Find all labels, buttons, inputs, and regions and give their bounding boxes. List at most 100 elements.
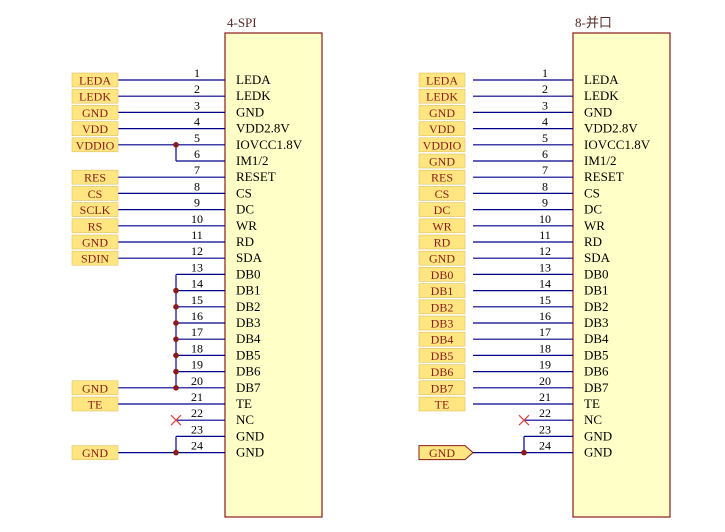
right-net-label-box	[418, 331, 466, 347]
left-pin-name: DB5	[236, 347, 261, 362]
right-pin-number: 17	[539, 325, 551, 339]
right-pin-name: LEDA	[584, 72, 619, 87]
right-chip-body	[572, 32, 671, 518]
left-pin-name: WR	[236, 218, 257, 233]
left-junction-dot	[173, 142, 179, 148]
left-junction-dot	[173, 336, 179, 343]
left-net-label-box	[71, 445, 119, 460]
right-net-label: DB1	[431, 284, 454, 298]
right-net-label: GND	[429, 106, 455, 120]
right-pin-number: 21	[539, 390, 551, 404]
left-net-label-box	[71, 380, 119, 396]
left-net-label-box	[71, 396, 119, 412]
right-net-label: WR	[432, 219, 451, 233]
right-net-label-box	[418, 202, 466, 217]
right-pin-name: GND	[584, 104, 612, 119]
left-pin-number: 11	[191, 228, 203, 242]
left-pin-number: 19	[191, 358, 203, 372]
left-net-label-box	[71, 169, 119, 185]
right-pin-name: IM1/2	[584, 153, 617, 168]
right-pin-number: 16	[539, 309, 551, 323]
left-pin-number: 21	[191, 390, 203, 404]
right-net-label-box	[418, 72, 466, 88]
right-pin-name: DC	[584, 202, 602, 217]
right-pin-name: DB3	[584, 315, 609, 330]
left-pin-name: DB2	[236, 299, 261, 314]
left-pin-number: 14	[191, 277, 203, 291]
right-pin-number: 8	[542, 179, 548, 193]
left-net-label: GND	[82, 446, 108, 460]
left-title: 4-SPI	[227, 15, 257, 30]
left-net-label-box	[71, 218, 119, 234]
right-pin-name: CS	[584, 185, 600, 200]
right-pin-name: DB5	[584, 347, 609, 362]
right-net-label-box	[418, 121, 466, 136]
right-pin-name: RESET	[584, 169, 624, 184]
right-net-label: DB3	[431, 317, 454, 331]
left-pin-name: GND	[236, 428, 264, 443]
right-net-label: GND	[429, 446, 455, 460]
left-net-label: TE	[88, 398, 103, 412]
right-pin-name: GND	[584, 445, 612, 460]
left-pin-number: 12	[191, 244, 203, 258]
left-net-label-box	[71, 121, 119, 136]
left-pin-number: 6	[194, 147, 200, 161]
right-pin-number: 11	[539, 228, 551, 242]
left-pin-number: 23	[191, 422, 203, 436]
left-pin-name: CS	[236, 185, 252, 200]
left-pin-number: 9	[194, 196, 200, 210]
right-pin-name: NC	[584, 412, 602, 427]
left-pin-name: DB0	[236, 266, 261, 281]
right-pin-number: 24	[539, 439, 551, 453]
left-net-label: LEDA	[79, 74, 111, 88]
left-net-label-box	[71, 105, 119, 120]
left-pin-number: 7	[194, 163, 200, 177]
left-net-label: GND	[82, 381, 108, 395]
left-pin-number: 18	[191, 341, 203, 355]
right-pin-number: 9	[542, 196, 548, 210]
left-pin-name: DB4	[236, 331, 261, 346]
left-net-label-box	[71, 250, 119, 266]
left-pin-number: 17	[191, 325, 203, 339]
right-pin-number: 7	[542, 163, 548, 177]
right-net-label: LEDA	[426, 74, 458, 88]
right-pin-number: 18	[539, 341, 551, 355]
left-junction-dot	[173, 385, 179, 391]
left-pin-number: 15	[191, 293, 203, 307]
right-net-label: RES	[431, 171, 453, 185]
left-pin-name: IM1/2	[236, 153, 269, 168]
left-net-label: CS	[88, 187, 103, 201]
left-net-label: VDD	[82, 122, 108, 136]
left-pin-number: 13	[191, 260, 203, 274]
right-junction-dot	[521, 449, 527, 456]
right-net-label-box	[418, 364, 466, 379]
left-net-label: SDIN	[81, 252, 109, 266]
right-net-label-arrow	[418, 445, 474, 461]
left-pin-number: 3	[194, 98, 200, 112]
left-net-label-box	[71, 186, 119, 201]
left-pin-name: SDA	[236, 250, 263, 265]
right-net-label-box	[418, 283, 466, 298]
left-chip-body	[224, 32, 323, 518]
right-net-label: DB6	[431, 365, 454, 379]
left-net-label: GND	[82, 106, 108, 120]
left-pin-number: 20	[191, 374, 203, 388]
right-net-label: DB0	[431, 268, 454, 282]
left-pin-name: GND	[236, 445, 264, 460]
left-pin-name: DB7	[236, 380, 261, 395]
right-pin-number: 6	[542, 147, 548, 161]
right-pin-number: 19	[539, 358, 551, 372]
left-pin-name: RESET	[236, 169, 276, 184]
left-nc-x-mark	[170, 414, 182, 426]
right-net-label-box	[418, 186, 466, 201]
right-net-label-box	[418, 396, 466, 412]
right-pin-name: WR	[584, 218, 605, 233]
right-pin-number: 23	[539, 422, 551, 436]
right-net-label-box	[418, 88, 466, 104]
left-junction-dot	[173, 449, 179, 456]
right-pin-number: 4	[542, 115, 548, 129]
right-net-label-box	[418, 153, 466, 169]
right-net-label-box	[418, 250, 466, 266]
left-pin-number: 16	[191, 309, 203, 323]
